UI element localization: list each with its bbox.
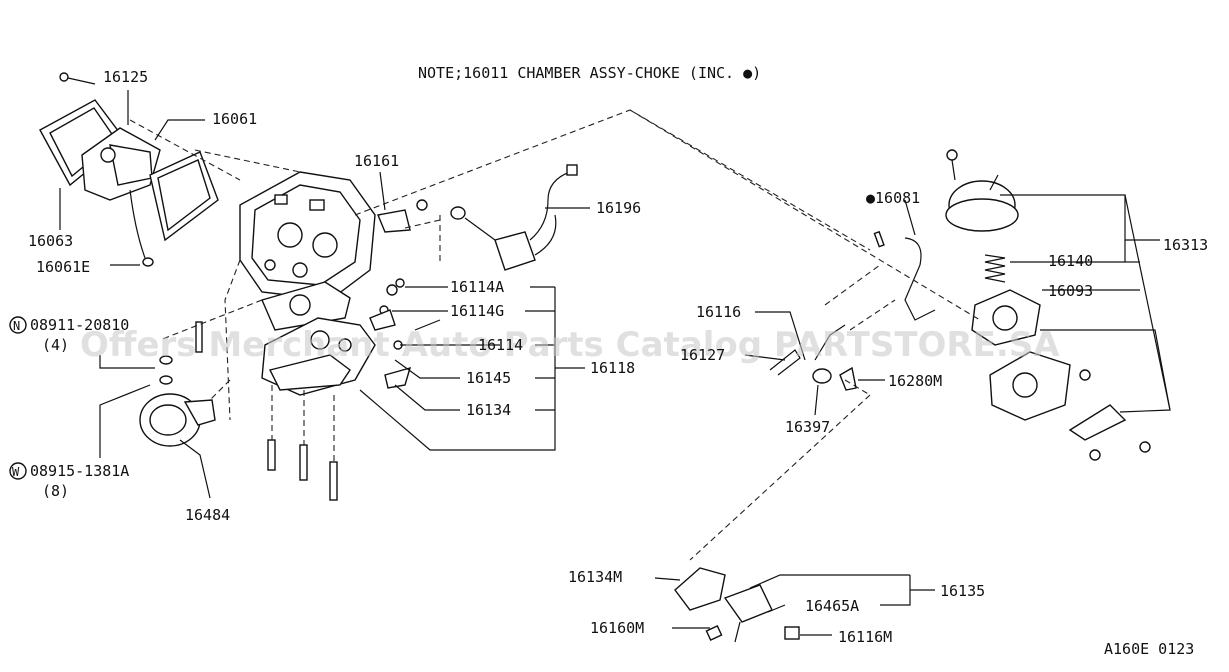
label-16145: 16145 — [466, 369, 511, 387]
label-08911-20810: 08911-20810 — [30, 316, 129, 334]
label-16135: 16135 — [940, 582, 985, 600]
label-16161: 16161 — [354, 152, 399, 170]
plate-16061-drawing — [81, 127, 161, 201]
label-16093: 16093 — [1048, 282, 1093, 300]
throttle-body-drawing — [261, 317, 376, 396]
symbol-n: N — [13, 319, 20, 333]
bottom-screws-drawing — [267, 439, 338, 501]
label-16118: 16118 — [590, 359, 635, 377]
screw-16125-drawing — [59, 72, 96, 85]
wire-end-drawing — [142, 257, 154, 267]
label-16114a: 16114A — [450, 278, 504, 296]
label-16061e: 16061E — [36, 258, 90, 276]
label-16134m: 16134M — [568, 568, 622, 586]
label-08915-qty: (8) — [42, 482, 69, 500]
label-16280m: 16280M — [888, 372, 942, 390]
leader-lines — [59, 90, 1171, 636]
label-16114g: 16114G — [450, 302, 504, 320]
gasket-16063-drawing — [39, 99, 126, 187]
label-08911-qty: (4) — [42, 336, 69, 354]
explode-lines — [129, 109, 981, 561]
gasket-right-drawing — [149, 151, 219, 242]
label-16397: 16397 — [785, 418, 830, 436]
washer-08911-drawing — [159, 321, 203, 385]
label-16127: 16127 — [680, 346, 725, 364]
label-16063: 16063 — [28, 232, 73, 250]
small-parts-16114-drawing — [369, 278, 441, 389]
lever-group-drawing — [769, 324, 857, 391]
link-16081-drawing — [873, 230, 936, 321]
symbol-n-circle — [9, 316, 27, 334]
label-16116: 16116 — [696, 303, 741, 321]
label-16484: 16484 — [185, 506, 230, 524]
label-16114: 16114 — [478, 336, 523, 354]
label-16313: 16313 — [1163, 236, 1208, 254]
label-16061: 16061 — [212, 110, 257, 128]
subassembly-16135-drawing — [674, 567, 800, 643]
label-16125: 16125 — [103, 68, 148, 86]
symbol-w-circle — [9, 462, 27, 480]
label-16116m: 16116M — [838, 628, 892, 646]
carburetor-body-drawing — [239, 171, 376, 301]
label-16196: 16196 — [596, 199, 641, 217]
wire-16061e-drawing — [129, 189, 146, 259]
watermark-text: Offers Merchant Auto Parts Catalog PARTS… — [80, 325, 1060, 365]
label-16134: 16134 — [466, 401, 511, 419]
label-16465a: 16465A — [805, 597, 859, 615]
symbol-w: W — [12, 465, 20, 479]
label-16160m: 16160M — [590, 619, 644, 637]
housing-16484-drawing — [139, 393, 216, 447]
label-08915-1381a: 08915-1381A — [30, 462, 129, 480]
chamber-note: NOTE;16011 CHAMBER ASSY-CHOKE (INC. ●) — [418, 64, 761, 82]
diaphragm-16313-drawing — [945, 149, 1151, 461]
label-16140: 16140 — [1048, 252, 1093, 270]
bracket-16161-drawing — [377, 199, 428, 233]
solenoid-16196-drawing — [450, 164, 578, 271]
diagram-code: A160E 0123 — [1104, 640, 1194, 658]
label-16081: ●16081 — [866, 189, 920, 207]
mid-gasket-drawing — [261, 281, 351, 331]
